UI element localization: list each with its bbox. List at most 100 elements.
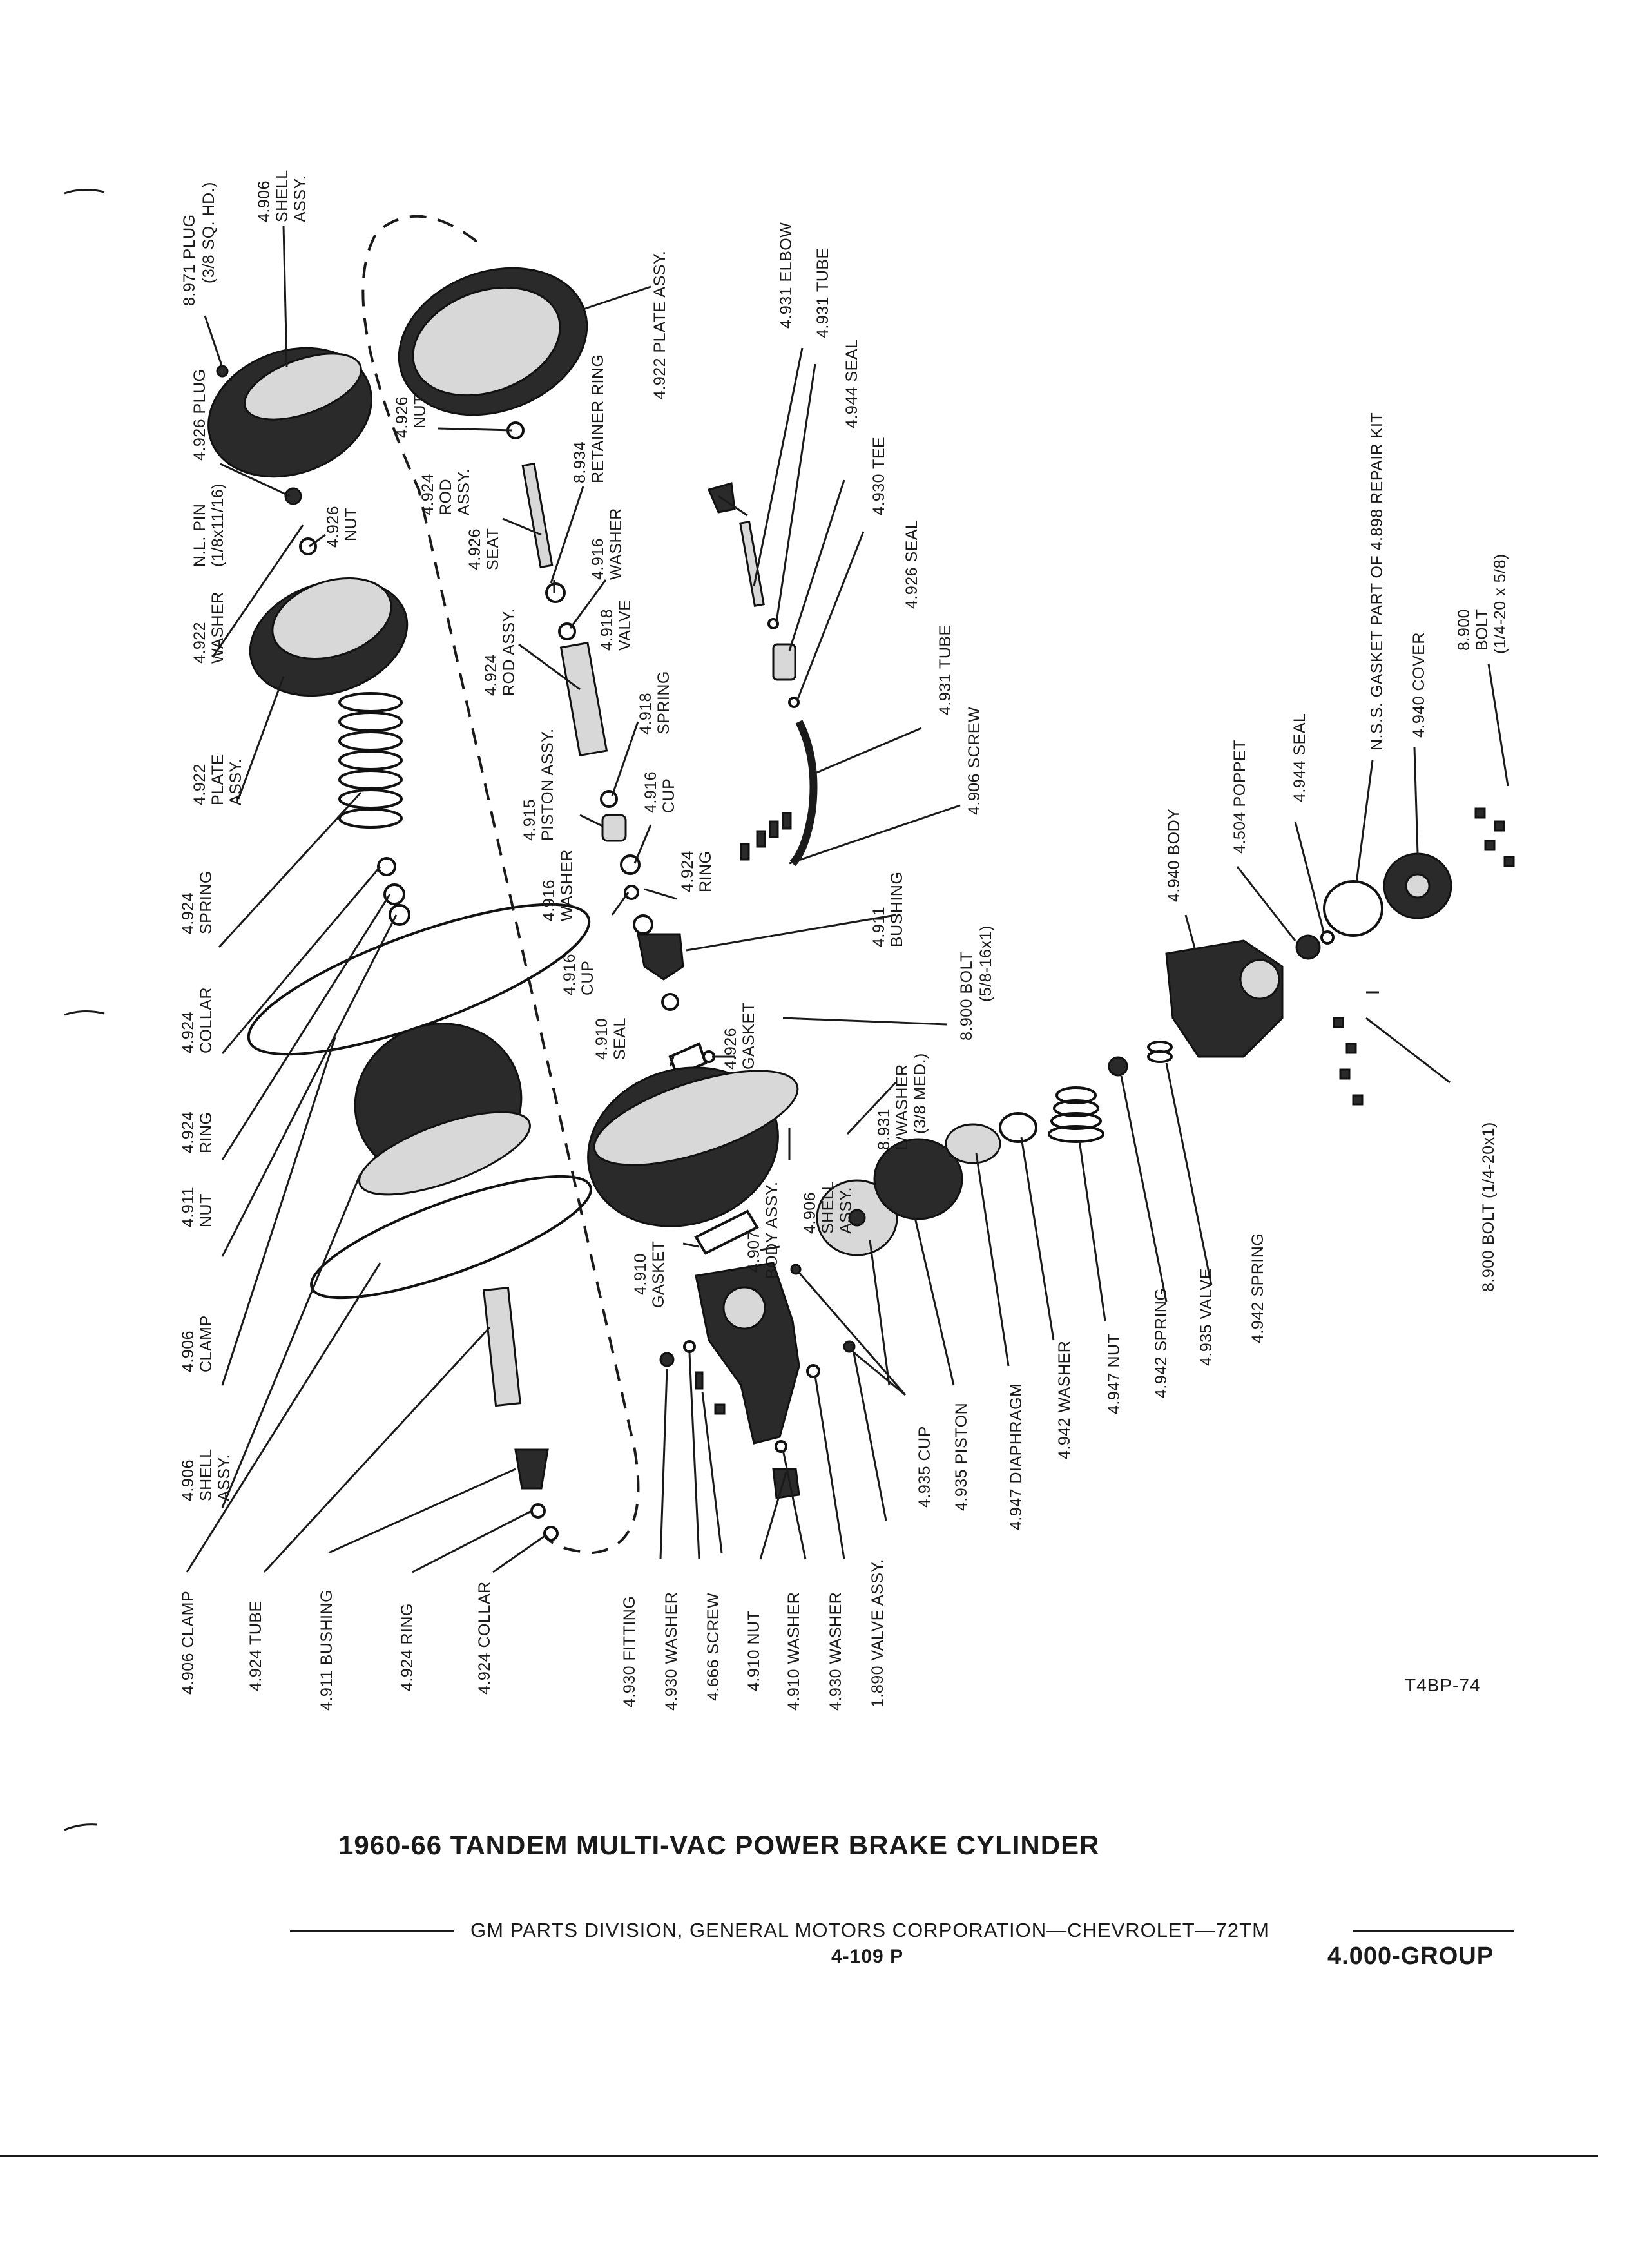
cup-part bbox=[790, 1264, 802, 1275]
label-4906-shell-a: SHELL bbox=[273, 169, 291, 222]
label-4924-ring-b: RING bbox=[697, 851, 715, 893]
label-4911-nut: NUT bbox=[197, 1193, 215, 1227]
drawing-code: T4BP-74 bbox=[1405, 1675, 1481, 1695]
leader-lines bbox=[186, 225, 1509, 1573]
label-bottom-collar: 4.924 COLLAR bbox=[476, 1581, 494, 1695]
label-8971-plug-size: (3/8 SQ. HD.) bbox=[200, 182, 218, 284]
collar-part bbox=[543, 1526, 559, 1541]
front-shell-part bbox=[207, 347, 372, 478]
bolts-part bbox=[1333, 1017, 1364, 1106]
label-4906-clamp-num: 4.906 bbox=[179, 1331, 197, 1372]
label-4916-cup-b-num: 4.916 bbox=[561, 954, 579, 995]
label-4906-shell-b: ASSY. bbox=[291, 175, 309, 222]
fitting-part bbox=[659, 1352, 675, 1367]
label-4922-washer: WASHER bbox=[209, 591, 227, 664]
label-bottom-ring: 4.924 RING bbox=[398, 1603, 416, 1691]
plug-part bbox=[284, 487, 302, 505]
label-4926-seal: 4.926 SEAL bbox=[903, 520, 921, 609]
nut-part bbox=[299, 537, 317, 555]
label-4924-rod-c-num: 4.924 bbox=[482, 654, 500, 696]
ring-part bbox=[530, 1503, 546, 1519]
label-8900-bolt-c: 8.900 BOLT (1/4-20x1) bbox=[1480, 1122, 1498, 1292]
label-4926-nut-b: NUT bbox=[411, 394, 429, 428]
bottom-rule bbox=[0, 2155, 1598, 2157]
label-4922-plate-a: PLATE bbox=[209, 754, 227, 805]
gasket-part bbox=[1323, 880, 1383, 937]
middle-shell-part bbox=[587, 1066, 799, 1227]
label-4926-seat: SEAT bbox=[484, 528, 502, 570]
rod-assembly-part bbox=[559, 641, 608, 757]
label-4926-plug: 4.926 PLUG bbox=[191, 369, 209, 461]
label-8900-bolt-a-size: (5/8-16x1) bbox=[977, 925, 995, 1002]
label-4906-shell-mid-num: 4.906 bbox=[801, 1192, 819, 1234]
label-4926-gasket: GASKET bbox=[740, 1003, 758, 1070]
scan-mark bbox=[64, 1823, 97, 1831]
label-4922-plate-num: 4.922 bbox=[191, 764, 209, 805]
clamp-part bbox=[310, 1175, 592, 1300]
label-4926-nut-b-num: 4.926 bbox=[393, 396, 411, 438]
label-4935-valve: 4.935 VALVE bbox=[1197, 1268, 1215, 1366]
label-4947-diaphragm: 4.947 DIAPHRAGM bbox=[1007, 1383, 1025, 1530]
label-4906-shell-num: 4.906 bbox=[255, 180, 273, 222]
screws-part bbox=[740, 812, 792, 861]
cup-part bbox=[620, 854, 641, 875]
seal-part bbox=[767, 618, 779, 629]
washer-part bbox=[945, 1123, 1001, 1164]
label-4940-cover: 4.940 COVER bbox=[1410, 632, 1428, 738]
plug-part bbox=[216, 365, 229, 378]
label-bottom-washer-a: 4.930 WASHER bbox=[662, 1592, 680, 1711]
label-bottom-fitting: 4.930 FITTING bbox=[621, 1596, 639, 1707]
screw-part bbox=[695, 1371, 704, 1390]
label-8931-lwasher-size: (3/8 MED.) bbox=[911, 1053, 929, 1134]
washer-part bbox=[683, 1340, 696, 1353]
piston-part bbox=[848, 1209, 866, 1227]
cup-part bbox=[843, 1340, 856, 1353]
valve-body-part bbox=[1165, 939, 1284, 1058]
tee-part bbox=[772, 643, 796, 681]
label-4906-shell-mid-b: ASSY. bbox=[837, 1187, 855, 1234]
valve-part bbox=[1108, 1056, 1128, 1077]
label-4916-cup-b: CUP bbox=[579, 961, 597, 995]
bolts-part bbox=[1474, 807, 1515, 867]
label-4910-gasket: GASKET bbox=[650, 1241, 668, 1308]
label-8900-bolt-b: BOLT bbox=[1473, 609, 1491, 651]
label-4924-collar: COLLAR bbox=[197, 987, 215, 1053]
label-4931-elbow: 4.931 ELBOW bbox=[777, 222, 795, 329]
label-4911-nut-num: 4.911 bbox=[179, 1187, 197, 1227]
label-4906-shell-left-a: SHELL bbox=[197, 1448, 215, 1501]
label-4906-shell-left-num: 4.906 bbox=[179, 1459, 197, 1501]
footer-text: GM PARTS DIVISION, GENERAL MOTORS CORPOR… bbox=[470, 1919, 1269, 1941]
seat-part bbox=[545, 582, 566, 603]
spring-part bbox=[600, 790, 618, 808]
label-8900-bolt-a: 8.900 BOLT bbox=[958, 952, 976, 1041]
label-8900-bolt-b-size: (1/4-20 x 5/8) bbox=[1491, 553, 1509, 654]
label-bottom-screw: 4.666 SCREW bbox=[704, 1593, 722, 1701]
cup-part bbox=[633, 914, 653, 935]
label-4922-plate-b: ASSY. bbox=[227, 758, 245, 805]
label-4924-ring-b-num: 4.924 bbox=[679, 850, 697, 892]
tube-part bbox=[789, 720, 818, 867]
diaphragm-part bbox=[873, 1138, 963, 1220]
label-4924-rod-num: 4.924 bbox=[419, 474, 437, 515]
label-4916-washer-b: WASHER bbox=[558, 849, 576, 921]
seal-part bbox=[1320, 930, 1335, 945]
label-4924-collar-num: 4.924 bbox=[179, 1012, 197, 1053]
page-number: 4-109 P bbox=[831, 1946, 904, 1967]
label-4942-spring: 4.942 SPRING bbox=[1152, 1288, 1170, 1398]
label-4907-body-num: 4.907 bbox=[745, 1231, 763, 1273]
footer-rule-left bbox=[290, 1930, 454, 1932]
label-4915-piston-num: 4.915 bbox=[521, 799, 539, 841]
scan-mark bbox=[64, 1010, 105, 1016]
label-4924-spring-num: 4.924 bbox=[179, 892, 197, 934]
label-4916-washer: WASHER bbox=[607, 508, 625, 580]
label-8934-ring: RETAINER RING bbox=[589, 354, 607, 484]
plate-assembly-part bbox=[398, 267, 588, 416]
label-4924-spring: SPRING bbox=[197, 870, 215, 934]
footer-rule-right bbox=[1353, 1930, 1514, 1932]
label-8971-plug: 8.971 PLUG bbox=[180, 214, 198, 306]
rear-shell-part bbox=[354, 1023, 531, 1196]
poppet-part bbox=[1295, 934, 1321, 960]
label-4916-cup-num: 4.916 bbox=[642, 771, 660, 813]
label-bottom-clamp: 4.906 CLAMP bbox=[179, 1591, 197, 1695]
label-bottom-tube: 4.924 TUBE bbox=[247, 1600, 265, 1691]
